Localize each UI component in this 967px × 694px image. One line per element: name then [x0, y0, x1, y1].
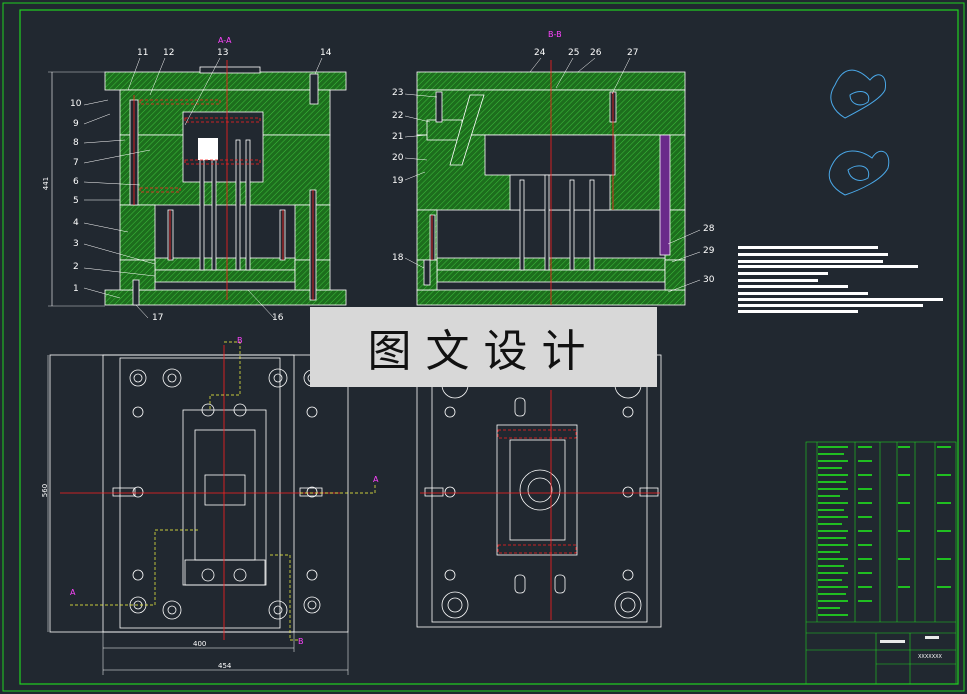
part-label-8: 8: [73, 138, 79, 148]
section-mark-a-right: A: [373, 475, 379, 484]
part-label-18: 18: [392, 253, 404, 263]
part-label-28: 28: [703, 224, 715, 234]
part-label-22: 22: [392, 111, 404, 121]
part-label-5: 5: [73, 196, 79, 206]
drawing-frame-inner: [19, 9, 959, 685]
part-label-12: 12: [163, 48, 175, 58]
part-label-10: 10: [70, 99, 82, 109]
part-label-29: 29: [703, 246, 715, 256]
parts-list-table: [805, 441, 957, 685]
section-mark-a-left: A: [70, 588, 76, 597]
part-label-26: 26: [590, 48, 602, 58]
plan-view-moving-half: [49, 354, 349, 633]
parts-list-rows: [818, 446, 951, 643]
part-label-14: 14: [320, 48, 332, 58]
watermark-text: 图文设计: [367, 326, 600, 377]
part-label-25: 25: [568, 48, 580, 58]
part-label-27: 27: [627, 48, 639, 58]
part-label-11: 11: [137, 48, 149, 58]
drawing-number: XXXXXXX: [918, 654, 942, 660]
section-view-aa: [48, 57, 347, 319]
dimension-plan-width: 560: [41, 483, 50, 498]
part-label-16: 16: [272, 313, 284, 323]
part-label-30: 30: [703, 275, 715, 285]
section-mark-b-bottom: B: [298, 637, 304, 646]
part-label-13: 13: [217, 48, 229, 58]
part-label-1: 1: [73, 284, 79, 294]
part-label-2: 2: [73, 262, 79, 272]
part-label-7: 7: [73, 158, 79, 168]
part-label-23: 23: [392, 88, 404, 98]
section-view-bb: [404, 57, 701, 306]
section-title-bb: B-B: [548, 30, 562, 39]
section-mark-b-top: B: [237, 336, 243, 345]
part-label-6: 6: [73, 177, 79, 187]
part-label-3: 3: [73, 239, 79, 249]
part-label-21: 21: [392, 132, 404, 142]
dimension-outer-width: 454: [218, 662, 232, 670]
dimension-height: 441: [42, 176, 51, 191]
watermark-banner: 图文设计: [310, 307, 657, 387]
part-label-20: 20: [392, 153, 404, 163]
plan-view-fixed-half: [416, 354, 662, 628]
part-label-24: 24: [534, 48, 546, 58]
part-label-19: 19: [392, 176, 404, 186]
part-label-9: 9: [73, 119, 79, 129]
technical-notes: [738, 246, 943, 313]
part-label-4: 4: [73, 218, 79, 228]
part-label-17: 17: [152, 313, 164, 323]
section-title-aa: A-A: [218, 36, 232, 45]
dimension-inner-width: 400: [193, 640, 207, 648]
iso-view-part: [828, 69, 890, 196]
